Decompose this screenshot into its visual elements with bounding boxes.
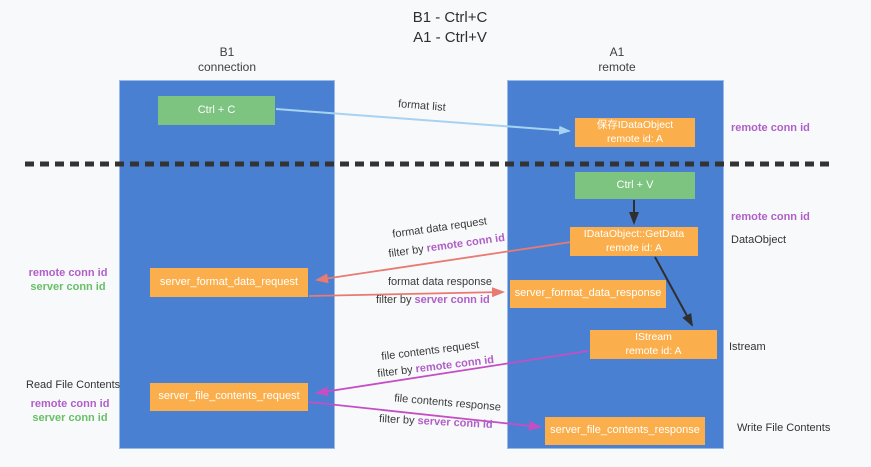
column-a1-name: A1 (609, 45, 625, 59)
remote-conn-id-label-left-top: remote conn id (28, 267, 108, 279)
filter-by-text: filter by (376, 363, 414, 381)
diagram-title: B1 - Ctrl+C A1 - Ctrl+V (330, 8, 570, 49)
column-b1-role: connection (197, 60, 257, 74)
save-dataobject-line1: 保存IDataObject (596, 119, 674, 132)
istream-line2: remote id: A (625, 344, 682, 357)
ctrl-v-node: Ctrl + V (575, 172, 695, 199)
server-file-contents-request-node: server_file_contents_request (150, 383, 308, 411)
left-conn-id-stack-top: remote conn id server conn id (18, 266, 118, 295)
filter-by-server-conn-id-label-1: filter by server conn id (376, 294, 490, 306)
save-dataobject-node: 保存IDataObject remote id: A (575, 118, 695, 147)
read-file-contents-label: Read File Contents (26, 379, 121, 391)
filter-by-server-conn-id-label-2: filter by server conn id (379, 413, 493, 431)
remote-conn-id-label-right-top: remote conn id (731, 122, 810, 134)
getdata-line2: remote id: A (605, 241, 663, 254)
server-conn-id-label-left-top: server conn id (30, 281, 106, 294)
filter-by-text: filter by (376, 294, 412, 306)
format-list-label: format list (397, 98, 447, 114)
save-dataobject-line2: remote id: A (606, 132, 664, 145)
server-format-data-response-label: server_format_data_response (514, 287, 662, 300)
column-header-b1: B1 connection (147, 45, 307, 75)
server-format-data-response-node: server_format_data_response (510, 280, 666, 308)
title-line-1: B1 - Ctrl+C (412, 9, 488, 26)
server-file-contents-request-label: server_file_contents_request (158, 390, 300, 403)
server-format-data-request-label: server_format_data_request (159, 275, 299, 288)
server-file-contents-response-label: server_file_contents_response (550, 424, 700, 437)
remote-conn-id-label-right-mid: remote conn id (731, 211, 810, 223)
getdata-line1: IDataObject::GetData (583, 228, 685, 241)
server-conn-id-text: server conn id (417, 415, 493, 431)
column-header-a1: A1 remote (537, 45, 697, 75)
getdata-node: IDataObject::GetData remote id: A (570, 227, 698, 256)
column-b1-name: B1 (219, 45, 235, 59)
filter-by-text: filter by (378, 413, 415, 427)
istream-label: Istream (729, 341, 766, 353)
istream-node: IStream remote id: A (590, 330, 717, 359)
ctrl-v-label: Ctrl + V (616, 178, 654, 191)
column-a1-role: remote (598, 60, 636, 74)
ctrl-c-label: Ctrl + C (197, 103, 236, 116)
dataobject-label: DataObject (731, 234, 787, 246)
istream-line1: IStream (635, 331, 672, 344)
ctrl-c-node: Ctrl + C (158, 96, 275, 125)
filter-by-text: filter by (387, 243, 425, 261)
remote-conn-id-text: remote conn id (425, 231, 506, 255)
server-conn-id-text: server conn id (414, 294, 490, 306)
remote-conn-id-label-left-bottom: remote conn id (30, 398, 110, 410)
file-contents-response-label: file contents response (393, 392, 502, 414)
server-conn-id-label-left-bottom: server conn id (32, 412, 108, 425)
write-file-contents-label: Write File Contents (737, 422, 831, 434)
title-line-2: A1 - Ctrl+V (413, 29, 487, 47)
server-format-data-request-node: server_format_data_request (150, 268, 308, 297)
server-file-contents-response-node: server_file_contents_response (545, 417, 705, 445)
left-conn-id-stack-bottom: remote conn id server conn id (20, 397, 120, 426)
format-data-response-label: format data response (388, 276, 492, 288)
